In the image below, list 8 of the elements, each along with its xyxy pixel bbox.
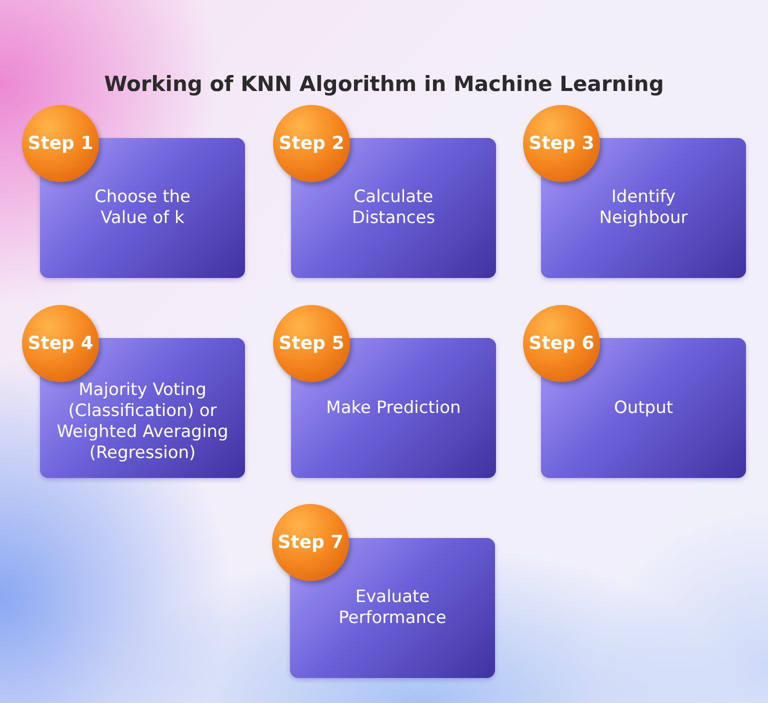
title: Working of KNN Algorithm in Machine Learning <box>103 71 665 98</box>
step-badge: Step 7 <box>272 504 349 581</box>
step-badge: Step 1 <box>22 105 99 182</box>
step-badge: Step 6 <box>523 305 600 382</box>
step-badge: Step 2 <box>273 105 350 182</box>
step-badge: Step 3 <box>523 105 600 182</box>
step-badge: Step 4 <box>22 305 99 382</box>
step-badge: Step 5 <box>273 305 350 382</box>
